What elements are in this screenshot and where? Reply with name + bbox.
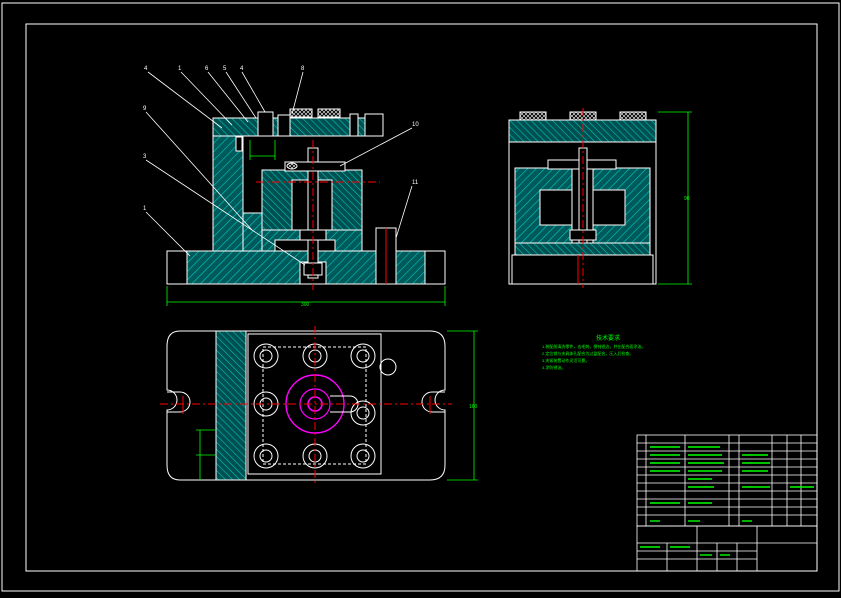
note-line-1: 1.装配前清洗零件，去毛刺，倒钝锐边，并在配合面涂油。	[542, 343, 645, 349]
balloon-4b: 4	[240, 66, 244, 72]
technical-notes: 技术要求 1.装配前清洗零件，去毛刺，倒钝锐边，并在配合面涂油。 2.定位销与夹…	[542, 334, 645, 370]
notes-title: 技术要求	[596, 334, 620, 342]
balloon-1b: 1	[143, 206, 147, 212]
parts-list	[636, 434, 818, 572]
note-line-3: 3.夹紧装置动作灵活可靠。	[542, 357, 589, 363]
side-view: 90	[508, 108, 692, 288]
balloon-11: 11	[412, 180, 419, 186]
balloon-9: 9	[143, 106, 147, 112]
balloon-1a: 1	[178, 66, 182, 72]
balloon-10: 10	[412, 122, 419, 128]
side-height-dim: 90	[684, 196, 690, 202]
balloon-4a: 4	[144, 66, 148, 72]
inner-frame	[25, 23, 818, 572]
balloon-5: 5	[223, 66, 227, 72]
plan-height-dim: 160	[469, 404, 478, 410]
note-line-4: 4.涂防锈油。	[542, 364, 565, 370]
parts-list-glyphs	[640, 446, 814, 556]
note-line-2: 2.定位销与夹具体孔配合为过盈配合，压入后检查。	[542, 350, 633, 356]
balloon-3: 3	[143, 154, 147, 160]
plan-view: 160	[160, 326, 478, 486]
balloon-8: 8	[301, 66, 305, 72]
balloon-6: 6	[205, 66, 209, 72]
front-section-view: 4 1 6 5 4 8 9 3 10 11 1 300	[143, 66, 446, 308]
front-width-dim: 300	[301, 302, 310, 308]
